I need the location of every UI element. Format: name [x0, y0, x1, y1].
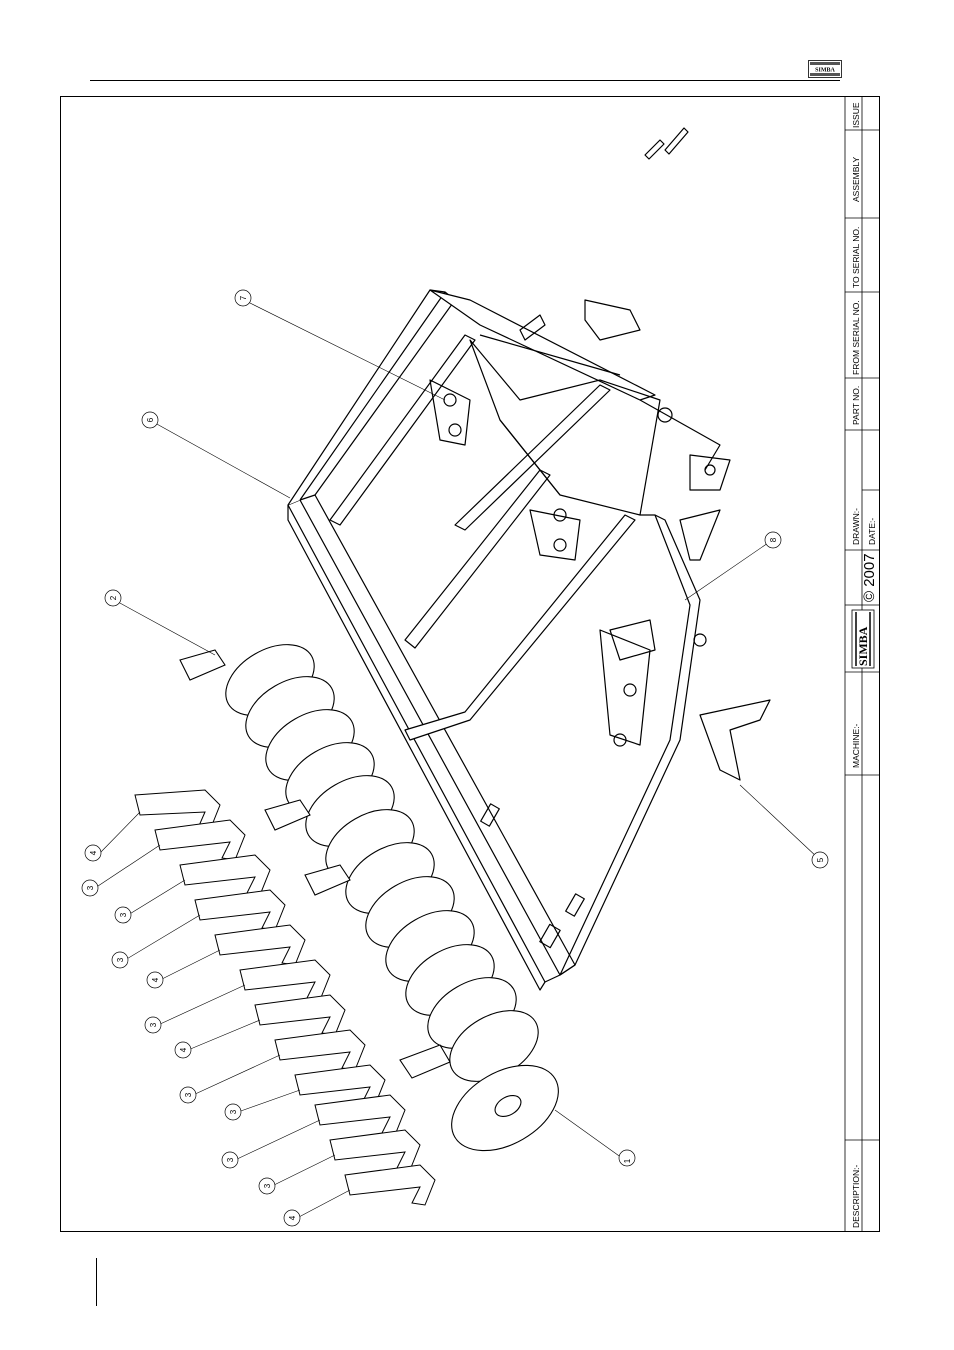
date-label: DATE:-: [867, 518, 877, 545]
callout-4: 4: [284, 1210, 300, 1226]
callout-4: 4: [175, 1042, 191, 1058]
callout-3: 3: [145, 1017, 161, 1033]
svg-text:3: 3: [149, 1022, 158, 1027]
svg-text:3: 3: [119, 912, 128, 917]
svg-text:8: 8: [769, 537, 778, 542]
assembly-label: ASSEMBLY: [851, 156, 861, 202]
callout-8: 8: [765, 532, 781, 548]
callout-5: 5: [812, 852, 828, 868]
callout-4: 4: [85, 845, 101, 861]
svg-text:3: 3: [86, 885, 95, 890]
svg-text:3: 3: [229, 1109, 238, 1114]
machine-label: MACHINE:-: [851, 723, 861, 768]
title-block-text: DESCRIPTION:- MACHINE:- DRAWN:- DATE:- P…: [851, 102, 878, 1228]
svg-text:1: 1: [623, 1158, 632, 1163]
callout-3: 3: [222, 1152, 238, 1168]
callout-1: 1: [619, 1150, 635, 1166]
callout-2: 2: [105, 590, 121, 606]
callout-3: 3: [82, 880, 98, 896]
to-serial-label: TO SERIAL NO.: [851, 227, 861, 288]
callout-3: 3: [112, 952, 128, 968]
svg-text:5: 5: [816, 857, 825, 862]
svg-text:4: 4: [151, 977, 160, 982]
description-label: DESCRIPTION:-: [851, 1165, 861, 1228]
callout-6: 6: [142, 412, 158, 428]
svg-text:3: 3: [226, 1157, 235, 1162]
svg-text:4: 4: [179, 1047, 188, 1052]
svg-text:7: 7: [239, 295, 248, 300]
svg-text:3: 3: [263, 1183, 272, 1188]
callout-7: 7: [235, 290, 251, 306]
part-no-label: PART NO.: [851, 386, 861, 425]
svg-text:6: 6: [146, 417, 155, 422]
issue-label: ISSUE: [851, 102, 861, 128]
callout-3: 3: [180, 1087, 196, 1103]
title-logo-text: SIMBA: [856, 626, 870, 666]
callout-3: 3: [115, 907, 131, 923]
callout-4: 4: [147, 972, 163, 988]
svg-text:3: 3: [116, 957, 125, 962]
simba-title-logo: SIMBA: [852, 610, 874, 668]
svg-text:4: 4: [288, 1215, 297, 1220]
drawn-label: DRAWN:-: [851, 508, 861, 545]
from-serial-label: FROM SERIAL NO.: [851, 300, 861, 375]
svg-text:2: 2: [109, 595, 118, 600]
copyright-text: © 2007: [861, 553, 878, 602]
svg-text:4: 4: [89, 850, 98, 855]
callout-3: 3: [225, 1104, 241, 1120]
callout-3: 3: [259, 1178, 275, 1194]
svg-text:3: 3: [184, 1092, 193, 1097]
